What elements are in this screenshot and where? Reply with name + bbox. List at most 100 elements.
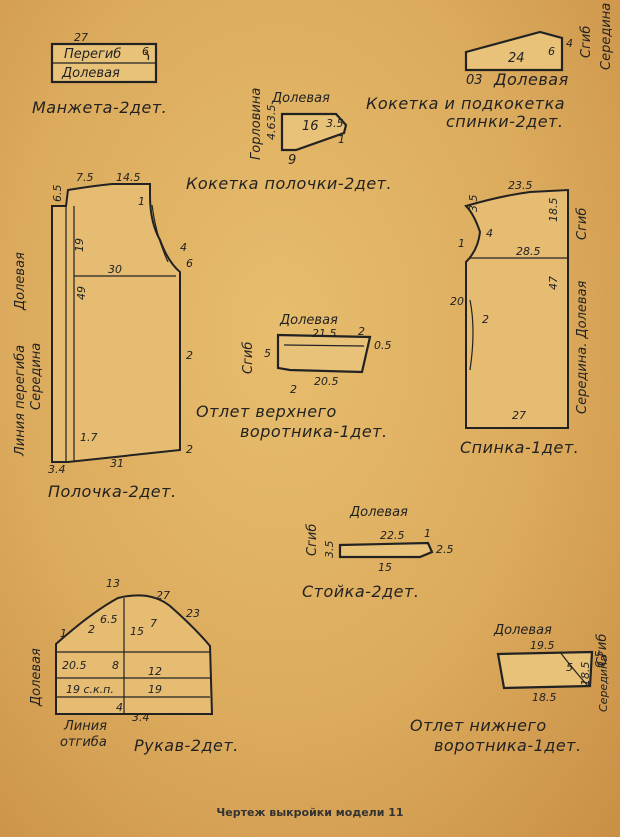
back-yoke-piece [464,30,564,72]
cuff-height: 6 [142,45,149,58]
front-n3: 6 [186,257,193,270]
under-collar-caption-2: воротника-1дет. [434,736,582,755]
front-side-grain: Долевая [13,252,28,310]
front-v19: 19 [73,238,86,252]
sleeve-m205: 20.5 [62,659,87,672]
front-side-center: Середина [29,342,44,410]
back-v2: 2 [482,313,489,326]
collar-stand-piece [338,541,434,559]
upper-collar-h: 5 [264,347,271,360]
front-yoke-neck-label: Горловина [249,87,264,160]
back-piece [464,188,569,429]
back-yoke-caption-2: спинки-2дет. [446,112,564,131]
stand-bottom: 15 [378,561,392,574]
back-yoke-bottom: 03 [466,73,483,88]
upper-collar-top: 21.5 [312,327,337,340]
sleeve-caption: Рукав-2дет. [134,736,239,755]
sleeve-n15: 15 [130,625,144,638]
back-n35: 3.5 [467,194,480,213]
front-shoulder: 7.5 [76,171,94,184]
sleeve-b19b: 19 [148,683,162,696]
back-chest: 28.5 [516,245,541,258]
stand-top: 22.5 [380,529,405,542]
back-yoke-h1: 6 [548,45,555,58]
back-yoke-side-center: Середина [599,2,614,70]
front-n2: 4 [180,241,187,254]
front-side-fold-line: Линия перегиба [13,344,28,456]
front-r2: 2 [186,349,193,362]
front-b34: 3.4 [48,463,66,476]
sleeve-b19a: 19 с.к.п. [66,683,114,696]
front-b2: 2 [186,443,193,456]
back-v47: 47 [547,276,560,290]
front-yoke-grain: Долевая [272,91,330,106]
sleeve-b34: 3.4 [132,711,150,724]
sleeve-m8: 8 [112,659,119,672]
upper-collar-inner [283,344,365,347]
back-top: 23.5 [508,179,533,192]
page-footer: Чертеж выкройки модели 11 [216,806,404,819]
cuff-caption: Манжета-2дет. [32,98,168,117]
back-v20: 20 [450,295,464,308]
front-b31: 31 [110,457,124,470]
under-collar-piece [496,650,594,690]
front-chest: 30 [108,263,122,276]
cuff-curve [144,51,150,61]
back-yoke-width: 24 [508,51,525,66]
sleeve-l27: 27 [156,589,170,602]
upper-collar-b2: 2 [290,383,297,396]
front-yoke-piece [280,112,348,152]
upper-collar-bottom: 20.5 [314,375,339,388]
front-neck: 6.5 [51,184,64,203]
front-yoke-n1: 4.6 [265,122,278,141]
back-bottom: 27 [512,409,526,422]
front-n1: 1 [138,195,145,208]
front-yoke-n2: 3.5 [265,104,278,123]
front-v49: 49 [75,286,88,300]
back-yoke-grain: Долевая [494,70,569,89]
sleeve-n1: 1 [60,627,67,640]
front-yoke-caption: Кокетка полочки-2дет. [186,174,393,193]
front-caption: Полочка-2дет. [48,482,177,501]
stand-t1: 1 [424,527,431,540]
upper-collar-piece [276,333,372,374]
back-yoke-h2: 4 [566,37,573,50]
back-yoke-caption-1: Кокетка и подкокетка [366,94,566,113]
under-collar-center: Середина [597,655,610,712]
under-collar-caption-1: Отлет нижнего [410,716,547,735]
under-collar-r18: 18.5 [579,661,592,687]
sleeve-m12: 12 [148,665,162,678]
front-yoke-width: 16 [302,119,319,134]
front-dart-line [151,204,169,263]
sleeve-n2: 2 [88,623,95,636]
upper-collar-r05: 0.5 [374,339,392,352]
front-yoke-r: 1 [338,133,345,146]
upper-collar-caption-1: Отлет верхнего [196,402,337,421]
sleeve-note-2: отгиба [60,735,107,750]
under-collar-top: 19.5 [530,639,555,652]
front-yoke-h: 3.5 [326,117,344,130]
back-side-fold: Сгиб [575,207,590,240]
sleeve-top: 13 [106,577,120,590]
stand-grain: Долевая [350,505,408,520]
stand-caption: Стойка-2дет. [302,582,420,601]
back-yoke-side-fold: Сгиб [579,25,594,58]
front-l17: 1.7 [80,431,98,444]
sleeve-b4: 4 [116,701,123,714]
back-side-center-grain: Середина. Долевая [575,280,590,414]
stand-fold: Сгиб [305,523,320,556]
under-collar-curve [559,651,589,687]
under-collar-grain: Долевая [494,623,552,638]
cuff-fold-label: Перегиб [64,47,122,62]
sleeve-n65: 6.5 [100,613,118,626]
sleeve-note-1: Линия [64,719,107,734]
upper-collar-t2: 2 [358,325,365,338]
under-collar-bottom: 18.5 [532,691,557,704]
sleeve-n7: 7 [150,617,157,630]
stand-r: 2.5 [436,543,454,556]
sleeve-piece [55,594,214,715]
back-caption: Спинка-1дет. [460,438,580,457]
upper-collar-caption-2: воротника-1дет. [240,422,388,441]
